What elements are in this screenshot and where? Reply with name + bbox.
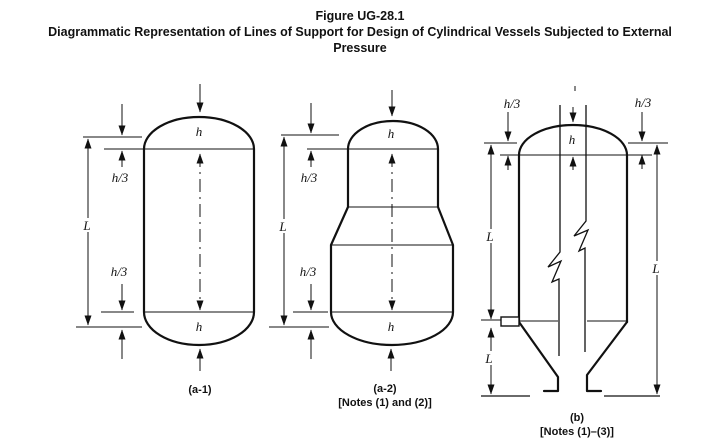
vessel-a2-notes: [Notes (1) and (2)]	[338, 397, 432, 409]
vessel-b-length-right-label: L	[651, 261, 659, 276]
vessel-a1-outline	[142, 115, 256, 347]
vessel-b-length-upper-label: L	[485, 229, 493, 244]
vessel-b-cone-left	[517, 320, 560, 393]
vessel-b-caption: (b)	[570, 412, 584, 424]
vessel-a2-h3-bottom-label: h/3	[300, 264, 317, 279]
vessel-a1-h3-top-label: h/3	[112, 170, 129, 185]
vessel-a2-outline	[329, 119, 455, 347]
vessel-a1-head-bottom-label: h	[196, 319, 203, 334]
vessel-a1-head-top-label: h	[196, 124, 203, 139]
vessel-b-length-right-label-mask	[650, 261, 663, 275]
vessel-b-length-lower-label: L	[484, 351, 492, 366]
figure-title: Figure UG-28.1	[315, 9, 405, 23]
figure-subtitle-line1: Diagrammatic Representation of Lines of …	[48, 25, 672, 39]
vessel-a1-length-label-mask	[81, 218, 94, 232]
vessel-b-break-line-left	[547, 105, 563, 356]
vessel-b-head-outline	[517, 123, 629, 157]
vessel-b-break-line-right	[573, 105, 590, 352]
vessel-a1-length-label: L	[82, 218, 90, 233]
vessel-a2-head-bottom-label: h	[388, 319, 395, 334]
vessel-b-notes: [Notes (1)–(3)]	[540, 426, 614, 438]
vessel-a2-length-label: L	[278, 219, 286, 234]
vessel-a2-h3-top-label: h/3	[301, 170, 318, 185]
vessel-b-h3-right-label: h/3	[635, 95, 652, 110]
vessel-b-h3-left-label: h/3	[504, 96, 521, 111]
vessel-a1-h3-bottom-label: h/3	[111, 264, 128, 279]
vessel-a1-caption: (a-1)	[188, 384, 212, 396]
vessel-b-length-upper-label-mask	[484, 229, 497, 243]
vessel-a2-caption: (a-2)	[373, 383, 397, 395]
vessel-b: h h/3 h/3 L L L (b) [Notes (1)–(3)]	[481, 86, 668, 438]
vessel-b-length-lower-label-mask	[483, 351, 496, 365]
vessel-a2: h h h/3 h/3 L (a-2) [Notes (1) and (2)]	[269, 90, 455, 409]
vessel-a2-length-label-mask	[277, 219, 290, 233]
vessel-b-head-label: h	[569, 132, 576, 147]
figure-title-block: Figure UG-28.1 Diagrammatic Representati…	[10, 8, 710, 56]
vessel-a1: h h h/3 h/3 L (a-1)	[76, 84, 256, 396]
vessel-a2-head-top-label: h	[388, 126, 395, 141]
vessel-b-cone-right	[585, 320, 629, 393]
vessel-b-stiffener-ring	[500, 316, 520, 327]
figure-subtitle-line2: Pressure	[333, 41, 387, 55]
